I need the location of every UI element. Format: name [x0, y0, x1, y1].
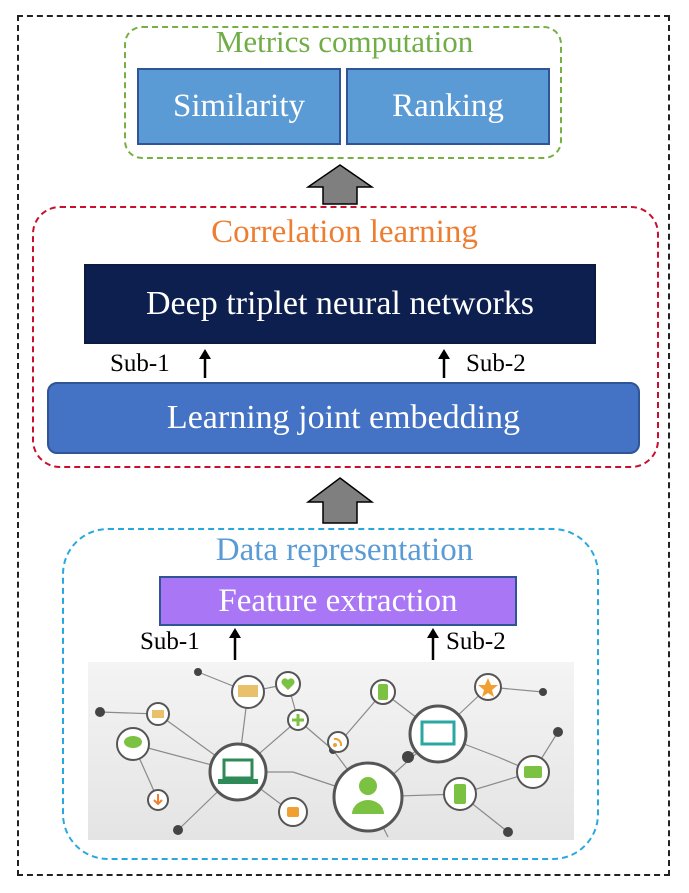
up-arrow-icon [427, 628, 439, 660]
tablet-icon [408, 704, 468, 764]
correlation-learning-title: Correlation learning [211, 214, 478, 250]
data-sub1-label: Sub-1 [140, 628, 200, 655]
corr-sub1-label: Sub-1 [110, 350, 170, 377]
metrics-computation-title: Metrics computation [215, 24, 474, 59]
mobile-icon [443, 777, 477, 811]
rss-icon [327, 731, 349, 753]
up-block-arrow-bottom [306, 477, 374, 524]
up-block-arrow-top [306, 164, 374, 205]
plus-icon [287, 709, 309, 731]
monitor-icon [231, 675, 265, 709]
learning-joint-embedding-box: Learning joint embedding [47, 382, 640, 454]
download-icon [147, 789, 169, 811]
heart-icon [275, 671, 301, 697]
diagram-outer-frame [17, 15, 670, 876]
similarity-box: Similarity [137, 68, 341, 145]
video-icon [146, 702, 170, 726]
data-representation-title: Data representation [215, 532, 474, 568]
deep-triplet-networks-box: Deep triplet neural networks [84, 264, 596, 344]
camera-icon [516, 755, 550, 789]
chat-bubble-icon [116, 727, 150, 761]
up-arrow-icon [229, 628, 241, 660]
feature-extraction-box: Feature extraction [159, 576, 517, 626]
up-arrow-icon [199, 349, 211, 378]
ranking-box: Ranking [346, 68, 550, 145]
correlation-learning-group [32, 206, 659, 468]
social-network-image [88, 662, 574, 840]
laptop-icon [208, 742, 268, 802]
data-sub2-label: Sub-2 [446, 628, 506, 655]
metrics-computation-group [124, 26, 562, 159]
data-representation-group [62, 528, 599, 860]
up-arrow-icon [438, 349, 450, 378]
star-icon [474, 673, 502, 701]
thumbs-up-icon [278, 797, 308, 827]
person-icon [332, 761, 404, 833]
phone-icon [370, 679, 396, 705]
corr-sub2-label: Sub-2 [466, 350, 526, 377]
